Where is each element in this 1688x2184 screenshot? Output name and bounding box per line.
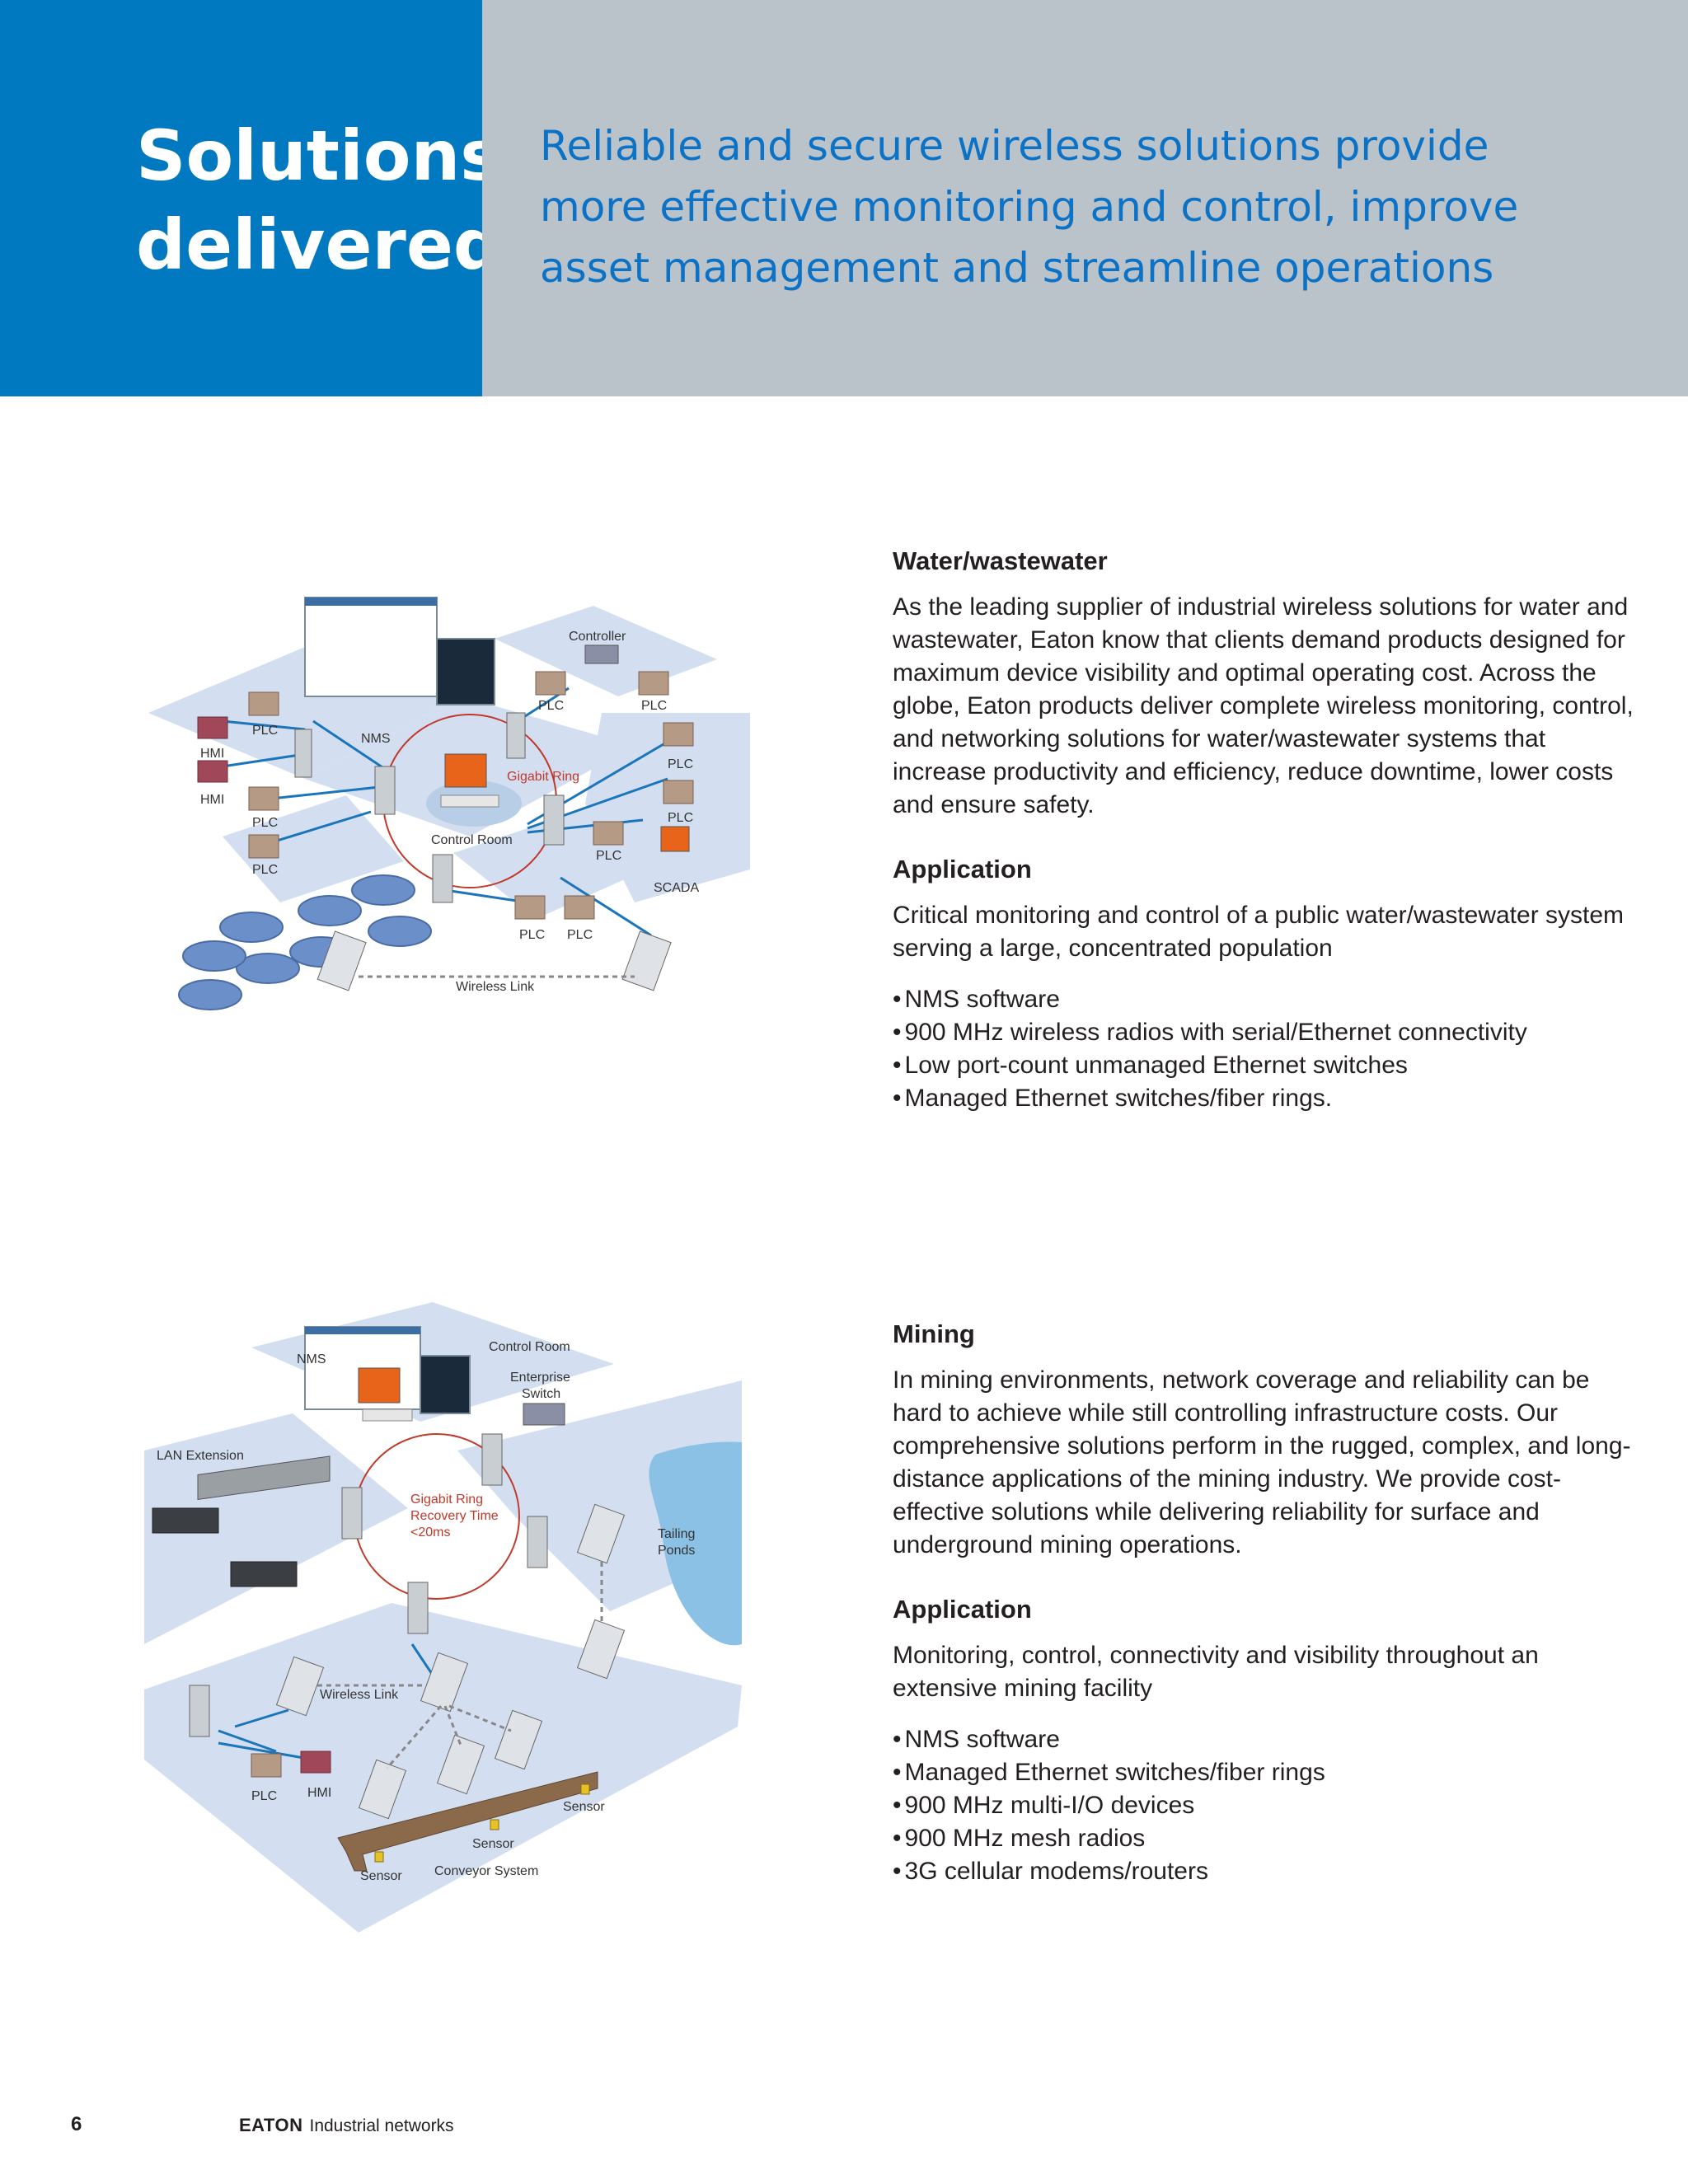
scada-monitor-right <box>660 826 690 852</box>
diagram1-labels: Controller PLC HMI HMI PLC PLC NMS PLC P… <box>200 630 699 994</box>
page-title: Solutions delivered <box>136 115 503 285</box>
water-body: As the leading supplier of industrial wi… <box>893 593 1634 818</box>
nms-label: NMS <box>361 732 391 746</box>
control-room-label: Control Room <box>489 1340 570 1354</box>
sensor-label: Sensor <box>360 1869 402 1883</box>
wireless-links <box>317 1562 603 1769</box>
ethernet-switches <box>294 712 565 903</box>
mining-network-diagram: Gigabit Ring Recovery Time <20ms NMS Con… <box>144 1302 742 1933</box>
tailing-ponds <box>649 1441 742 1646</box>
mining-section: Mining In mining environments, network c… <box>893 1319 1634 1888</box>
conveyor-belt <box>337 1771 598 1872</box>
header-blue-panel: Solutions delivered <box>0 0 503 396</box>
list-item: 900 MHz wireless radios with serial/Ethe… <box>893 1016 1634 1049</box>
list-item: 3G cellular modems/routers <box>893 1855 1634 1888</box>
plc-label: PLC <box>252 863 278 877</box>
list-item: Managed Ethernet switches/fiber rings. <box>893 1082 1634 1115</box>
mining-bullet-list: NMS software Managed Ethernet switches/f… <box>893 1723 1634 1888</box>
water-bullet-list: NMS software 900 MHz wireless radios wit… <box>893 983 1634 1115</box>
plc-label: PLC <box>538 699 564 713</box>
tailing-ponds-label-2: Ponds <box>658 1544 695 1558</box>
mining-heading: Mining <box>893 1319 975 1348</box>
ring-label-line3: <20ms <box>410 1526 450 1540</box>
sensor-label: Sensor <box>563 1800 605 1814</box>
mining-body: In mining environments, network coverage… <box>893 1366 1631 1558</box>
water-application-body: Critical monitoring and control of a pub… <box>893 902 1625 962</box>
mining-application-body: Monitoring, control, connectivity and vi… <box>893 1642 1539 1702</box>
wireless-link-label: Wireless Link <box>456 980 535 994</box>
plc-blocks <box>248 671 694 920</box>
footer-section-name: Industrial networks <box>309 2116 454 2135</box>
header-gray-panel: Reliable and secure wireless solutions p… <box>482 0 1688 396</box>
tagline: Reliable and secure wireless solutions p… <box>540 122 1519 292</box>
plc-label: PLC <box>252 724 278 738</box>
nms-label: NMS <box>297 1352 326 1366</box>
sensor-markers <box>374 1783 590 1863</box>
page-number: 6 <box>71 2113 82 2135</box>
hmi-blocks <box>197 716 228 783</box>
ring-label-line1: Gigabit Ring <box>410 1493 483 1507</box>
water-heading: Water/wastewater <box>893 546 1108 575</box>
plc-label: PLC <box>567 928 593 942</box>
controller-label: Controller <box>569 630 626 644</box>
scada-monitor-center <box>440 753 499 808</box>
footer-brand: EATON Industrial networks <box>239 2115 454 2136</box>
enterprise-switch-device <box>523 1403 565 1426</box>
enterprise-switch-label-2: Switch <box>522 1387 560 1401</box>
conveyor-system-label: Conveyor System <box>434 1864 538 1878</box>
lan-extension-devices <box>152 1455 331 1587</box>
controller-device <box>584 644 619 664</box>
reservoir-tanks <box>178 874 432 1010</box>
plc-hmi-blocks <box>251 1750 331 1778</box>
water-application-heading: Application <box>893 855 1032 883</box>
list-item: Low port-count unmanaged Ethernet switch… <box>893 1049 1634 1082</box>
sensor-label: Sensor <box>472 1837 514 1851</box>
hmi-label: HMI <box>200 793 224 807</box>
scada-label: SCADA <box>654 881 699 895</box>
plc-label: PLC <box>596 849 621 863</box>
list-item: Managed Ethernet switches/fiber rings <box>893 1756 1634 1789</box>
tailing-ponds-label-1: Tailing <box>658 1527 695 1541</box>
plc-label: PLC <box>668 811 693 825</box>
water-section: Water/wastewater As the leading supplier… <box>893 546 1634 1115</box>
plc-label: PLC <box>251 1789 277 1803</box>
wireless-radios <box>275 1503 626 1820</box>
wireless-link-label: Wireless Link <box>320 1688 399 1702</box>
ring-label-line2: Recovery Time <box>410 1509 499 1523</box>
gigabit-ring-label: Gigabit Ring <box>507 770 579 784</box>
mining-application-heading: Application <box>893 1595 1032 1624</box>
ring-label: Gigabit Ring Recovery Time <20ms <box>410 1493 499 1540</box>
list-item: 900 MHz mesh radios <box>893 1822 1634 1855</box>
list-item: NMS software <box>893 1723 1634 1756</box>
hmi-label: HMI <box>200 747 224 761</box>
hmi-label: HMI <box>307 1786 331 1800</box>
ethernet-switches <box>189 1433 548 1737</box>
lan-extension-label: LAN Extension <box>157 1449 244 1463</box>
diagram2-labels: NMS Control Room Enterprise Switch LAN E… <box>157 1340 695 1883</box>
gigabit-ring-text: Gigabit Ring <box>507 770 579 784</box>
water-network-diagram: Gigabit Ring <box>148 597 750 1010</box>
nms-screens <box>304 1326 471 1422</box>
list-item: 900 MHz multi-I/O devices <box>893 1789 1634 1822</box>
list-item: NMS software <box>893 983 1634 1016</box>
brand-name: EATON <box>239 2115 303 2135</box>
enterprise-switch-label-1: Enterprise <box>510 1371 570 1385</box>
nms-screens <box>304 597 495 705</box>
plc-label: PLC <box>641 699 667 713</box>
plc-label: PLC <box>252 816 278 830</box>
control-room-label: Control Room <box>431 833 513 847</box>
plc-label: PLC <box>519 928 545 942</box>
plc-label: PLC <box>668 757 693 771</box>
